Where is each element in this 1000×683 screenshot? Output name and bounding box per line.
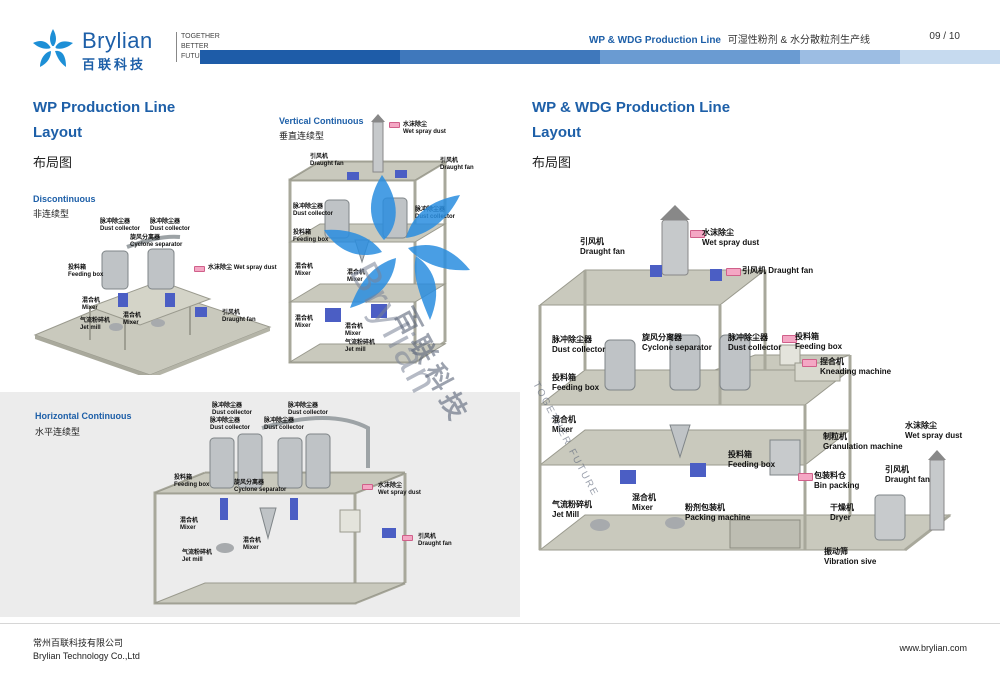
brand-name: Brylian (82, 28, 153, 53)
pointer-arrow (726, 268, 741, 276)
bar-segment (200, 50, 400, 64)
bar-segment (600, 50, 800, 64)
wp-layout-title-cn: 布局图 (33, 155, 73, 170)
label-wet-spray: 水沫除尘 Wet spray dust (208, 265, 277, 271)
wp-layout-title: WP Production Line Layout (33, 99, 176, 141)
footer-company-en: Brylian Technology Co.,Ltd (33, 651, 140, 661)
horizontal-plant-drawing (153, 416, 407, 605)
discontinuous-title: Discontinuous (33, 194, 96, 204)
footer-company-cn: 常州百联科技有限公司 (33, 638, 124, 648)
document-title: WP & WDG Production Line 可湿性粉剂 & 水分散粒剂生产… (588, 35, 870, 46)
footer-website-link[interactable]: www.brylian.com (899, 643, 967, 653)
discontinuous-plant-drawing (33, 234, 272, 379)
pointer-arrow (802, 359, 817, 367)
vertical-title: Vertical Continuous (279, 116, 364, 126)
footer-divider (0, 623, 1000, 624)
header-color-bar (200, 50, 1000, 64)
bar-segment (400, 50, 600, 64)
pointer-arrow (194, 266, 205, 272)
bar-segment (800, 50, 900, 64)
wp-wdg-layout-title: WP & WDG Production Line Layout (532, 99, 731, 141)
vertical-title-cn: 垂直连续型 (279, 131, 325, 141)
pointer-arrow (362, 484, 373, 490)
horizontal-section-background (0, 392, 520, 617)
pointer-arrow (798, 473, 813, 481)
wp-wdg-plant-drawing (538, 205, 952, 552)
page-number: 09 / 10 (929, 31, 960, 42)
discontinuous-title-cn: 非连续型 (33, 209, 70, 219)
wp-wdg-layout-title-cn: 布局图 (532, 155, 572, 170)
brand-name-cn: 百联科技 (82, 57, 147, 72)
pointer-arrow (690, 230, 705, 238)
bar-segment (900, 50, 1000, 64)
pointer-arrow (402, 535, 413, 541)
brand-logo: Brylian 百联科技 TOGETHER BETTER FUTURE (30, 24, 220, 76)
pointer-arrow (782, 335, 797, 343)
pointer-arrow (389, 122, 400, 128)
brand-star-icon (33, 29, 73, 67)
label-fan-2: 引风机 Draught fan (742, 266, 814, 275)
horizontal-title-cn: 水平连续型 (35, 427, 81, 437)
brand-slogan: TOGETHER BETTER FUTURE (176, 32, 220, 62)
horizontal-title: Horizontal Continuous (35, 411, 132, 421)
